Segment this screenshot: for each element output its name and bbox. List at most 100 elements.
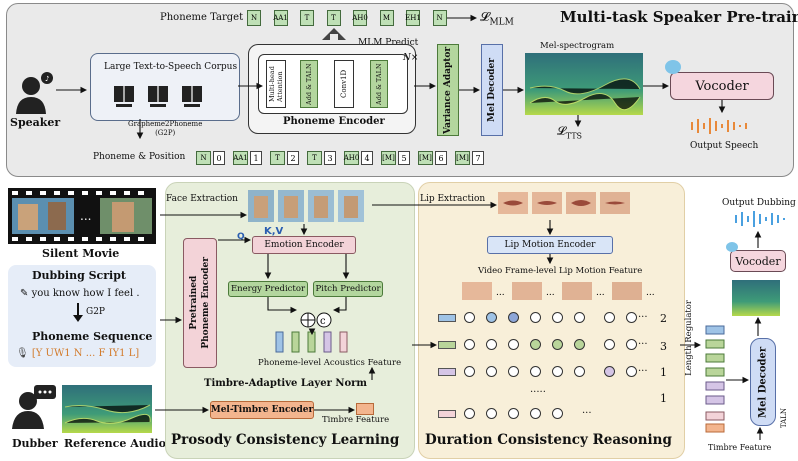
phoneme-target-cell: EH1: [405, 10, 421, 26]
lip-frames: [498, 188, 632, 218]
dubbing-script-label: Dubbing Script: [32, 269, 127, 282]
script-line: ✎ you know how I feel .: [20, 288, 140, 299]
phoneme-encoder-label: Phoneme Encoder: [283, 116, 385, 127]
dubbing-vocoder: Vocoder: [730, 250, 786, 272]
phoneme-target-cell: T: [326, 10, 341, 26]
alignment-node: [486, 366, 497, 377]
alignment-node: [530, 408, 541, 419]
alignment-node: [574, 312, 585, 323]
expanded-feature-stack: [704, 324, 726, 434]
phoneme-target-label: Phoneme Target: [160, 12, 244, 23]
position-cell: 7: [472, 151, 484, 165]
duration-title: Duration Consistency Reasoning: [425, 432, 672, 448]
pencil-icon: ✎: [20, 288, 32, 299]
alignment-node: [604, 366, 615, 377]
alignment-node: [604, 312, 615, 323]
alignment-node: [508, 312, 519, 323]
output-dubbing-label: Output Dubbing: [722, 198, 796, 208]
phoneme-cell: [M]: [455, 151, 470, 165]
phoneme-cell: [M]: [381, 151, 396, 165]
reference-audio-label: Reference Audio: [64, 437, 166, 450]
lip-extraction-label: Lip Extraction: [420, 194, 486, 204]
alignment-node: [486, 312, 497, 323]
grid-ellipsis: ...: [638, 309, 648, 320]
dubber-icon: [12, 385, 58, 429]
cloud-icon: [665, 60, 681, 74]
face-frames: [248, 188, 370, 224]
timbre-feature-label: Timbre Feature: [322, 415, 390, 425]
lip-motion-encoder: Lip Motion Encoder: [487, 236, 613, 254]
phoneme-target-cell: M: [379, 10, 394, 26]
svg-text:...: ...: [496, 288, 505, 298]
alignment-node: [464, 408, 475, 419]
dubbing-mel-image: [732, 280, 780, 316]
position-cell: 6: [435, 151, 447, 165]
alignment-node: [552, 366, 563, 377]
svg-text:...: ...: [646, 288, 655, 298]
mlm-loss-label: 𝓛MLM: [480, 10, 514, 28]
phoneme-feature-bar: [438, 341, 456, 349]
phoneme-cell: [M]: [418, 151, 433, 165]
alignment-node: [464, 366, 475, 377]
alignment-node: [552, 408, 563, 419]
mel-timbre-encoder: Mel-Timbre Encoder: [210, 401, 314, 419]
alignment-node: [604, 339, 615, 350]
phoneme-target-cell: N: [247, 10, 261, 26]
taln-small-label: TALN: [780, 408, 788, 429]
mel-spectrogram-label: Mel-spectrogram: [540, 41, 615, 51]
position-cell: 4: [361, 151, 373, 165]
emotion-encoder: Emotion Encoder: [252, 236, 356, 254]
alignment-node: [626, 312, 637, 323]
add-op-icon: [298, 310, 318, 330]
svg-text:...: ...: [80, 209, 91, 223]
alignment-node: [574, 366, 585, 377]
position-cell: 0: [213, 151, 225, 165]
phoneme-target-cell: T: [300, 10, 314, 26]
right-timbre-feature-label: Timbre Feature: [708, 443, 772, 452]
dubber-label: Dubber: [12, 437, 58, 450]
phoneme-sequence-value: 🎙 [Y UW1 N ... F IY1 L]: [16, 348, 140, 359]
microphone-icon: 🎙: [16, 348, 32, 359]
mlm-predict-label: MLM Predict: [358, 38, 419, 48]
corpus-label: Large Text-to-Speech Corpus: [104, 62, 238, 72]
face-extraction-label: Face Extraction: [166, 194, 238, 204]
alignment-node: [508, 408, 519, 419]
duration-panel: [418, 182, 685, 459]
phoneme-cell: T: [307, 151, 322, 165]
acoustics-feature-label: Phoneme-level Acoustics Feature: [258, 358, 402, 368]
mha-block: Multi-head Attention: [266, 60, 286, 108]
silent-movie-filmstrip: ...: [8, 188, 156, 244]
prosody-title: Prosody Consistency Learning: [171, 432, 400, 448]
add-taln-block-2: Add & TALN: [370, 60, 388, 108]
variance-adaptor: Variance Adaptor: [437, 44, 459, 136]
phoneme-feature-bar: [438, 410, 456, 418]
timbre-feature-block: [356, 403, 374, 415]
svg-text:♪: ♪: [45, 75, 49, 83]
phoneme-target-cell: N: [432, 10, 447, 26]
dubbing-mel-decoder: Mel Decoder: [750, 338, 776, 426]
alignment-node: [464, 339, 475, 350]
speaker-label: Speaker: [10, 116, 61, 129]
g2p-label: Grapheme2Phoneme (G2P): [128, 120, 203, 137]
alignment-node: [552, 339, 563, 350]
alignment-node: [626, 339, 637, 350]
taln-label: Timbre-Adaptive Layer Norm: [204, 378, 367, 389]
phoneme-position-label: Phoneme & Position: [93, 152, 186, 162]
position-cell: 1: [250, 151, 262, 165]
g2p-step-label: G2P: [86, 307, 105, 317]
alignment-node: [486, 339, 497, 350]
output-speech-label: Output Speech: [690, 141, 759, 151]
vocoder-cloud-icon: [726, 242, 738, 252]
duration-count: 1: [660, 366, 667, 379]
reference-audio-image: [62, 385, 152, 433]
output-speech-waveform: [682, 116, 754, 136]
alignment-node: [530, 366, 541, 377]
phoneme-cell: N: [196, 151, 211, 165]
output-dubbing-waveform: [726, 210, 790, 228]
alignment-node: [508, 366, 519, 377]
alignment-node: [530, 339, 541, 350]
alignment-node: [552, 312, 563, 323]
silent-movie-label: Silent Movie: [42, 247, 120, 260]
position-cell: 5: [398, 151, 410, 165]
q-label: Q: [237, 232, 245, 242]
